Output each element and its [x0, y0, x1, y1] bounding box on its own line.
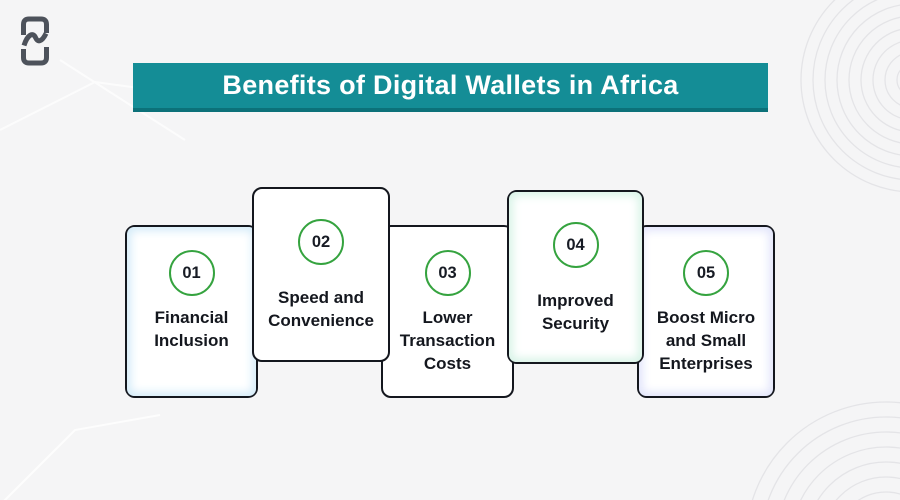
benefit-label: Lower Transaction Costs: [399, 308, 496, 373]
rings-decoration-top-right: [800, 0, 900, 192]
step-number: 01: [182, 263, 201, 282]
step-number: 05: [696, 263, 716, 282]
step-number-badge: 01: [168, 250, 215, 296]
step-number-badge: 03: [424, 250, 471, 296]
phone-wave-icon: [21, 16, 49, 66]
benefit-card-2: 02 Speed and Convenience: [252, 187, 390, 362]
step-number-badge: 05: [683, 250, 729, 296]
benefit-card-5: 05 Boost Micro and Small Enterprises: [637, 225, 775, 398]
benefit-label: Speed and Convenience: [268, 288, 374, 330]
page-title: Benefits of Digital Wallets in Africa: [222, 70, 679, 100]
benefit-card-4: 04 Improved Security: [507, 190, 644, 364]
step-number-badge: 02: [298, 219, 344, 265]
card-inner-glow: [509, 192, 642, 362]
rings-decoration-bottom-right: [751, 401, 900, 500]
title-banner: Benefits of Digital Wallets in Africa: [133, 63, 768, 112]
step-number: 04: [566, 235, 585, 254]
step-number: 02: [311, 232, 331, 251]
benefit-label: Financial Inclusion: [154, 308, 229, 350]
benefit-label: Improved Security: [537, 291, 614, 333]
benefit-card-1: 01 Financial Inclusion: [125, 225, 258, 398]
step-number: 03: [438, 263, 457, 282]
benefit-card-3: 03 Lower Transaction Costs: [381, 225, 514, 398]
banner-underline: [133, 108, 768, 112]
step-number-badge: 04: [552, 222, 599, 268]
benefit-label: Boost Micro and Small Enterprises: [656, 308, 756, 373]
brand-logo: [21, 16, 49, 66]
